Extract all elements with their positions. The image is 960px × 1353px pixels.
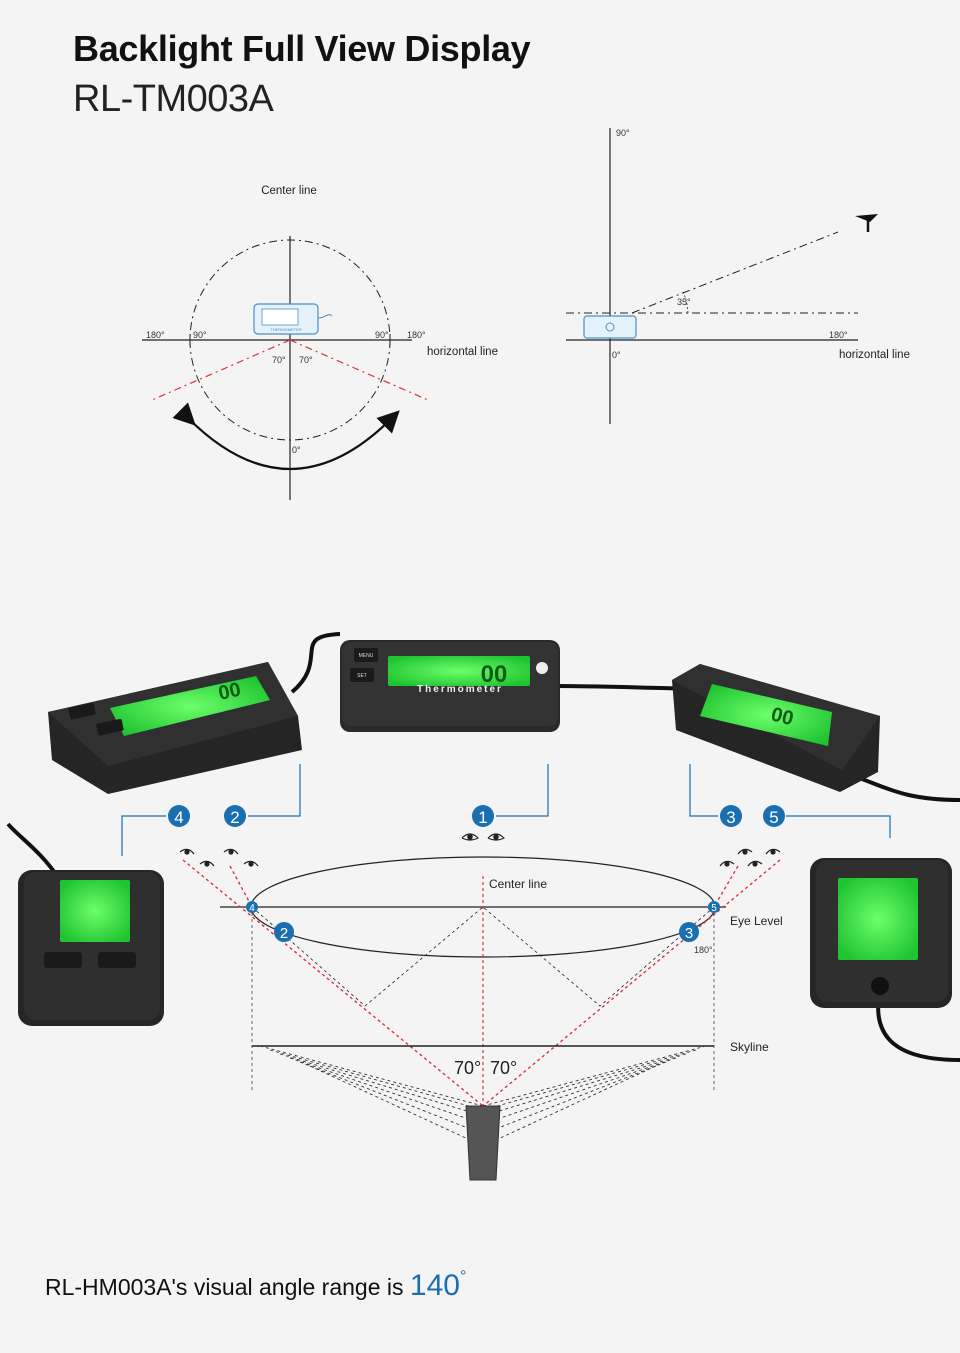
svg-text:5: 5 [769,808,778,827]
svg-text:4: 4 [174,808,183,827]
center-line-label-bottom: Center line [489,877,547,891]
marker-2 [224,805,246,827]
marker-3 [720,805,742,827]
eye-symbol-icon [855,214,878,232]
eyes-icon [179,833,781,867]
right-70-line [289,339,429,401]
center-line-label: Center line [261,185,317,197]
horizontal-line-label: horizontal line [427,346,498,358]
set-button [350,668,374,682]
angle-180-left: 180° [146,330,165,340]
svg-text:2: 2 [280,925,288,942]
device-brand: Thermometer [417,684,503,695]
angle-70-right-bottom: 70° [490,1058,517,1078]
caption: RL-HM003A's visual angle range is 140° [45,1268,466,1303]
model-number: RL-TM003A [73,78,274,120]
caption-text: RL-HM003A's visual angle range is [45,1274,404,1300]
front-view-diagram: THERMOMETER Center line horizontal line … [142,185,498,500]
svg-text:2: 2 [230,808,239,827]
device-side-icon [583,315,637,339]
marker-1 [472,805,494,827]
marker-5 [763,805,785,827]
angle-180-right: 180° [407,330,426,340]
angle-180-right-diagram: 180° [829,330,848,340]
angle-180-bottom: 180° [694,945,713,955]
side-view-diagram: 90° 35° 180° 0° horizontal line [566,128,910,424]
angle-90-top: 90° [616,128,630,138]
device-center: 00 MENU SET Thermometer [340,640,761,732]
sensor-icon [536,662,548,674]
marker-4 [168,805,190,827]
svg-text:4: 4 [249,903,255,914]
menu-label: MENU [359,653,374,659]
device-left: 00 [48,632,341,794]
caption-unit: ° [459,1268,467,1285]
angle-0-right-diagram: 0° [612,350,621,360]
left-70-line [151,339,291,401]
menu-button [354,648,378,662]
svg-text:3: 3 [685,925,693,942]
angle-70-left: 70° [272,355,286,365]
horizontal-line-label-right: horizontal line [839,349,910,361]
skyline-fan [259,1045,707,1147]
svg-text:1: 1 [478,808,487,827]
angle-90-left: 90° [193,330,207,340]
device-outline-icon: THERMOMETER [253,303,333,335]
rotation-arrow [172,402,400,470]
device-far-left [6,822,164,1026]
caption-value: 140 [409,1269,460,1302]
svg-text:3: 3 [726,808,735,827]
lcd-digits: 00 [481,661,508,688]
lcd-screen [388,656,530,686]
lcd-digits-left: 00 [216,679,242,705]
angle-0: 0° [292,445,301,455]
device-label: THERMOMETER [270,327,301,332]
skyline-label: Skyline [730,1040,769,1054]
angle-90-right: 90° [375,330,389,340]
viewing-range-diagram: 4 2 1 3 5 [121,764,891,1181]
angle-70-right: 70° [299,355,313,365]
angle-35-line [631,231,839,314]
eye-level-label: Eye Level [730,914,783,928]
lcd-digits-right: 00 [769,704,796,731]
page-title: Backlight Full View Display [73,28,531,69]
angle-70-left-bottom: 70° [454,1058,481,1078]
svg-text:5: 5 [711,903,717,914]
set-label: SET [357,673,367,679]
pillar [465,1105,501,1181]
device-right: 00 [672,664,960,802]
angle-35: 35° [677,297,691,307]
device-far-right [810,858,960,1062]
